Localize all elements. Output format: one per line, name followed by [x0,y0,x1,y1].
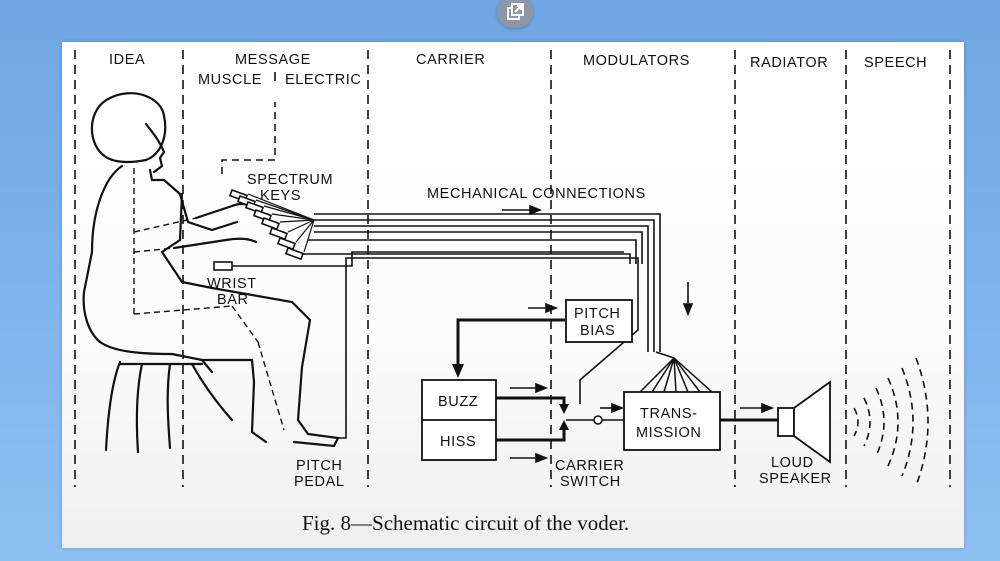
buzz-label: BUZZ [438,394,478,410]
popout-button[interactable] [497,0,533,28]
label-spectrum: SPECTRUM [247,172,333,188]
transmission-label-1: TRANS- [640,406,698,422]
label-carrier-switch-1: CARRIER [555,458,624,474]
label-wrist: WRIST [207,276,257,292]
voder-figure: IDEA MESSAGE CARRIER MODULATORS RADIATOR… [62,42,964,548]
spectrum-keys [228,188,305,261]
external-popout-icon [507,3,524,20]
column-idea: IDEA [109,52,145,68]
loud-speaker-cone [793,380,831,464]
voder-schematic: IDEA MESSAGE CARRIER MODULATORS RADIATOR… [74,50,951,535]
label-pitch-pedal-2: PEDAL [294,474,345,490]
label-speaker: SPEAKER [759,471,832,487]
column-carrier: CARRIER [416,52,485,68]
column-dividers [74,50,951,487]
wrist-bar [213,261,233,271]
message-electric: ELECTRIC [285,72,362,88]
transmission-label-2: MISSION [636,425,701,441]
column-modulators: MODULATORS [583,53,690,69]
hiss-label: HISS [440,434,476,450]
label-pitch-pedal-1: PITCH [296,458,343,474]
column-speech: SPEECH [864,55,927,71]
pitch-bias-label-2: BIAS [580,323,615,339]
flow-arrows [502,204,775,464]
buzz-arrowhead [452,364,464,378]
operator-internal-dash [133,168,285,431]
label-bar: BAR [217,292,249,308]
operator-figure [82,92,340,454]
sound-waves [853,357,929,487]
column-radiator: RADIATOR [750,55,828,71]
message-dash-line [221,102,276,174]
transmission-box [623,391,721,451]
message-muscle: MUSCLE [198,72,262,88]
mechanical-wires [222,213,661,352]
label-loud: LOUD [771,455,814,471]
loud-speaker-driver [777,407,795,437]
modulator-fan [639,351,713,393]
key-fan-wires [247,193,315,253]
label-mechanical-connections: MECHANICAL CONNECTIONS [427,186,646,202]
carrier-switch [496,396,566,442]
label-carrier-switch-2: SWITCH [560,474,621,490]
mechanical-wires-2 [338,257,639,439]
figure-caption: Fig. 8—Schematic circuit of the voder. [302,511,629,535]
label-keys: KEYS [260,188,301,204]
pitch-bias-label-1: PITCH [574,306,621,322]
column-message: MESSAGE [235,52,311,68]
pitch-bias-to-buzz [456,318,566,370]
